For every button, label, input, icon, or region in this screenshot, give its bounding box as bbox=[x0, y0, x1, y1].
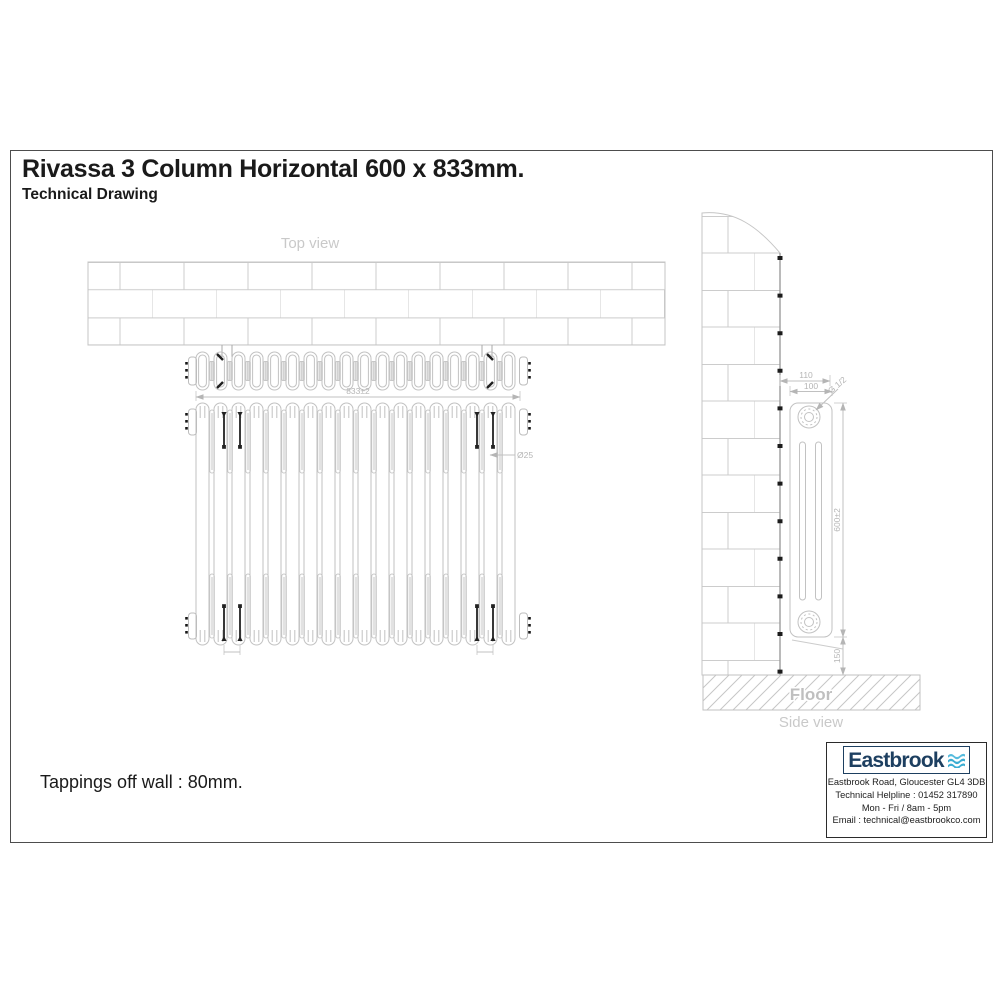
side-view: 110 100 G 1/2 600±2 150 Floor Side view bbox=[701, 212, 921, 731]
tappings-note: Tappings off wall : 80mm. bbox=[40, 772, 243, 792]
brand-box: Eastbrook Eastbrook Road, Gloucester GL4… bbox=[826, 742, 987, 838]
width-dimension: 833±2 bbox=[195, 386, 521, 401]
wall-stay-pins bbox=[220, 411, 497, 655]
brand-name: Eastbrook bbox=[848, 748, 944, 772]
column-diameter-dimension: Ø25 bbox=[489, 450, 533, 460]
wall-to-front-label: 110 bbox=[799, 370, 813, 380]
floor: Floor bbox=[702, 674, 921, 711]
brand-email: Email : technical@eastbrookco.com bbox=[832, 815, 981, 826]
waves-icon bbox=[947, 753, 965, 768]
depth-label: 100 bbox=[804, 381, 818, 391]
column-diameter-label: Ø25 bbox=[517, 450, 533, 460]
brand-address: Eastbrook Road, Gloucester GL4 3DB bbox=[827, 777, 986, 787]
page-title: Rivassa 3 Column Horizontal 600 x 833mm. bbox=[22, 155, 525, 183]
radiator-top-view bbox=[185, 351, 531, 391]
side-view-label: Side view bbox=[779, 714, 843, 731]
top-view-end-cap-right bbox=[519, 356, 528, 386]
top-view-wall bbox=[87, 261, 666, 346]
height-dim-label: 600±2 bbox=[832, 508, 842, 532]
page-subtitle: Technical Drawing bbox=[22, 186, 158, 203]
top-view-label: Top view bbox=[281, 235, 340, 252]
radiator-side-view bbox=[789, 402, 844, 650]
top-view-end-cap-left bbox=[188, 356, 197, 386]
floor-label: Floor bbox=[790, 685, 833, 704]
top-view-bracket-clamps bbox=[216, 353, 494, 389]
brand-hours: Mon - Fri / 8am - 5pm bbox=[861, 802, 952, 813]
width-dim-label: 833±2 bbox=[346, 386, 370, 396]
side-view-wall bbox=[701, 212, 783, 676]
floor-clearance-label: 150 bbox=[832, 649, 842, 663]
eastbrook-logo: Eastbrook bbox=[843, 746, 970, 774]
drawing-border bbox=[10, 150, 993, 843]
brand-helpline: Technical Helpline : 01452 317890 bbox=[835, 789, 978, 800]
front-view: Ø25 bbox=[185, 402, 533, 655]
tapping-thread-label: G 1/2 bbox=[826, 374, 849, 395]
top-view: Top view bbox=[87, 235, 666, 401]
radiator-front-view bbox=[185, 402, 531, 646]
